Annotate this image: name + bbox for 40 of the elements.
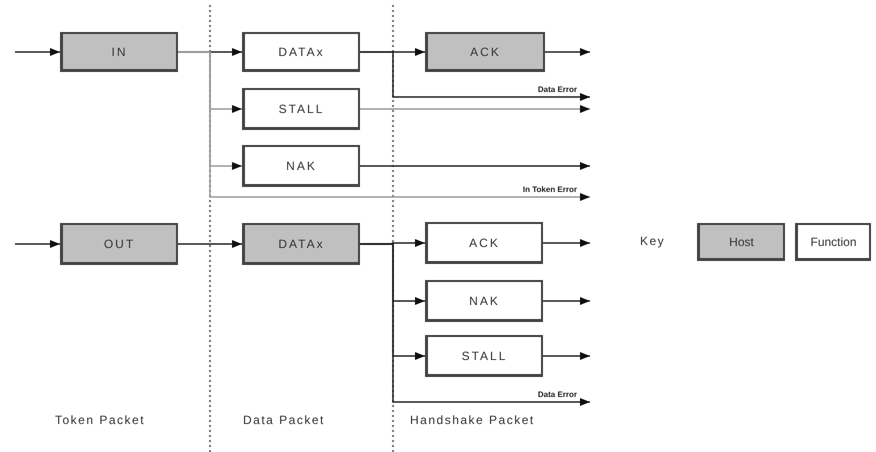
packet-name: OUT: [104, 236, 136, 250]
column-heading: Data Packet: [243, 413, 325, 427]
packet-box: [242, 32, 360, 72]
column-heading: Handshake Packet: [410, 413, 535, 427]
arrow: [543, 352, 590, 360]
arrow: [545, 48, 590, 56]
arrow: [178, 240, 242, 248]
edge-label: Data Error: [536, 390, 578, 400]
packet-name: STALL: [462, 348, 508, 362]
legend-title: Key: [640, 234, 666, 248]
column-heading: Token Packet: [55, 413, 146, 427]
edge-label: In Token Error: [522, 185, 578, 195]
packet-box: [242, 88, 360, 130]
arrow: [360, 243, 590, 406]
packet-box: [425, 335, 543, 377]
packet-name: NAK: [286, 158, 317, 172]
packet-box: [425, 222, 543, 264]
packet-box: [242, 145, 360, 187]
packet-box: [60, 32, 178, 72]
edge-label: Data Error: [536, 85, 578, 95]
packet-name: DATAx: [278, 236, 325, 250]
arrow: [15, 240, 60, 248]
legend-swatch: Function: [795, 223, 871, 261]
packet-name: NAK: [469, 294, 500, 308]
arrow: [360, 51, 590, 101]
packet-name: DATAx: [278, 44, 325, 58]
packet-name: STALL: [278, 102, 324, 116]
packet-name: ACK: [469, 236, 500, 250]
arrow: [543, 239, 590, 247]
arrow: [360, 162, 590, 170]
packet-box: [242, 223, 360, 265]
packet-box: [60, 223, 178, 265]
packet-box: [425, 32, 545, 72]
packet-name: IN: [112, 44, 128, 58]
packet-box: [425, 280, 543, 322]
packet-name: ACK: [470, 44, 501, 58]
arrow: [15, 48, 60, 56]
arrow: [360, 105, 590, 113]
arrow: [543, 297, 590, 305]
legend-swatch: Host: [697, 223, 785, 261]
